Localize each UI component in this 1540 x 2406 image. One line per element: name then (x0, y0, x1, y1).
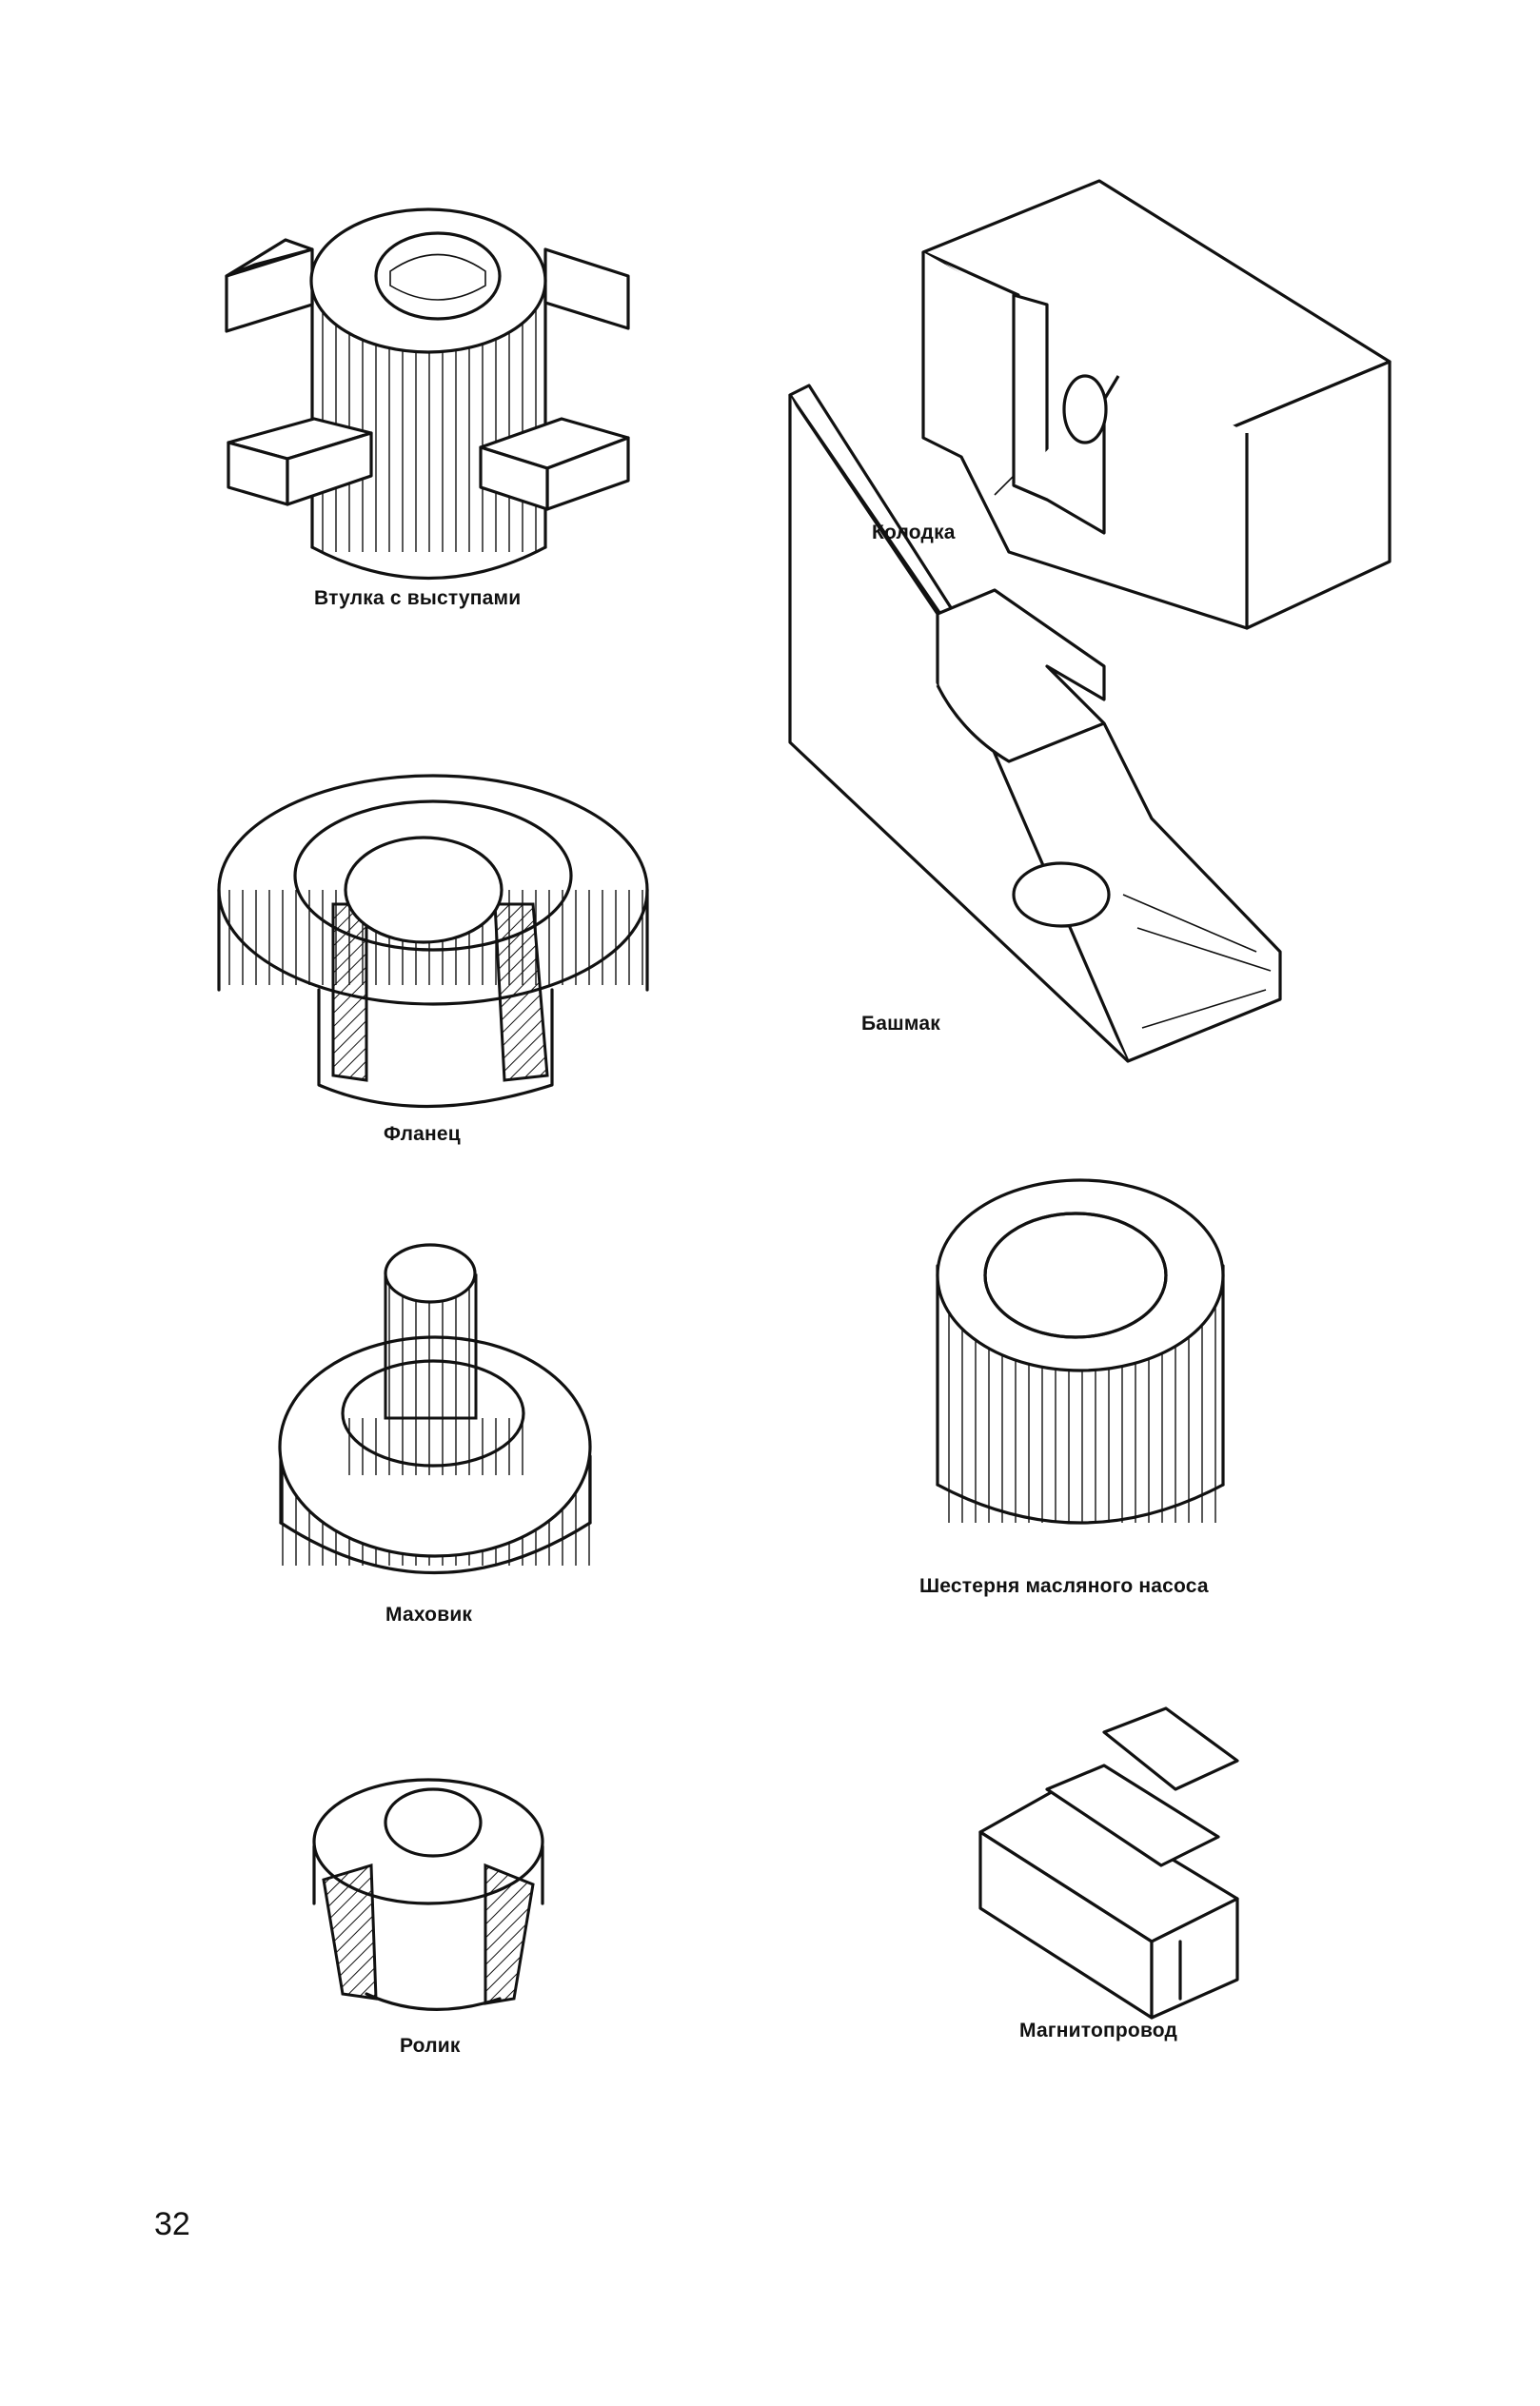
page-number: 32 (154, 2206, 190, 2242)
caption-magnitoprovod: Магнитопровод (1019, 2020, 1178, 2041)
magnitoprovod-drawing (978, 1706, 1239, 2020)
caption-flanets: Фланец (384, 1123, 461, 1145)
caption-vtulka: Втулка с выступами (314, 587, 522, 609)
flanets-drawing (217, 774, 649, 1109)
caption-shesternya: Шестерня масляного насоса (919, 1575, 1209, 1597)
makhovik-drawing (278, 1243, 592, 1575)
shesternya-drawing (936, 1178, 1225, 1525)
caption-bashmak: Башмак (861, 1013, 940, 1035)
rolik-drawing (312, 1778, 544, 2011)
bashmak-drawing (788, 384, 1282, 1063)
caption-rolik: Ролик (400, 2035, 461, 2057)
caption-kolodka: Колодка (872, 522, 956, 543)
kolodka-drawing (921, 179, 1392, 630)
vtulka-drawing (225, 207, 630, 580)
caption-makhovik: Маховик (385, 1604, 473, 1626)
